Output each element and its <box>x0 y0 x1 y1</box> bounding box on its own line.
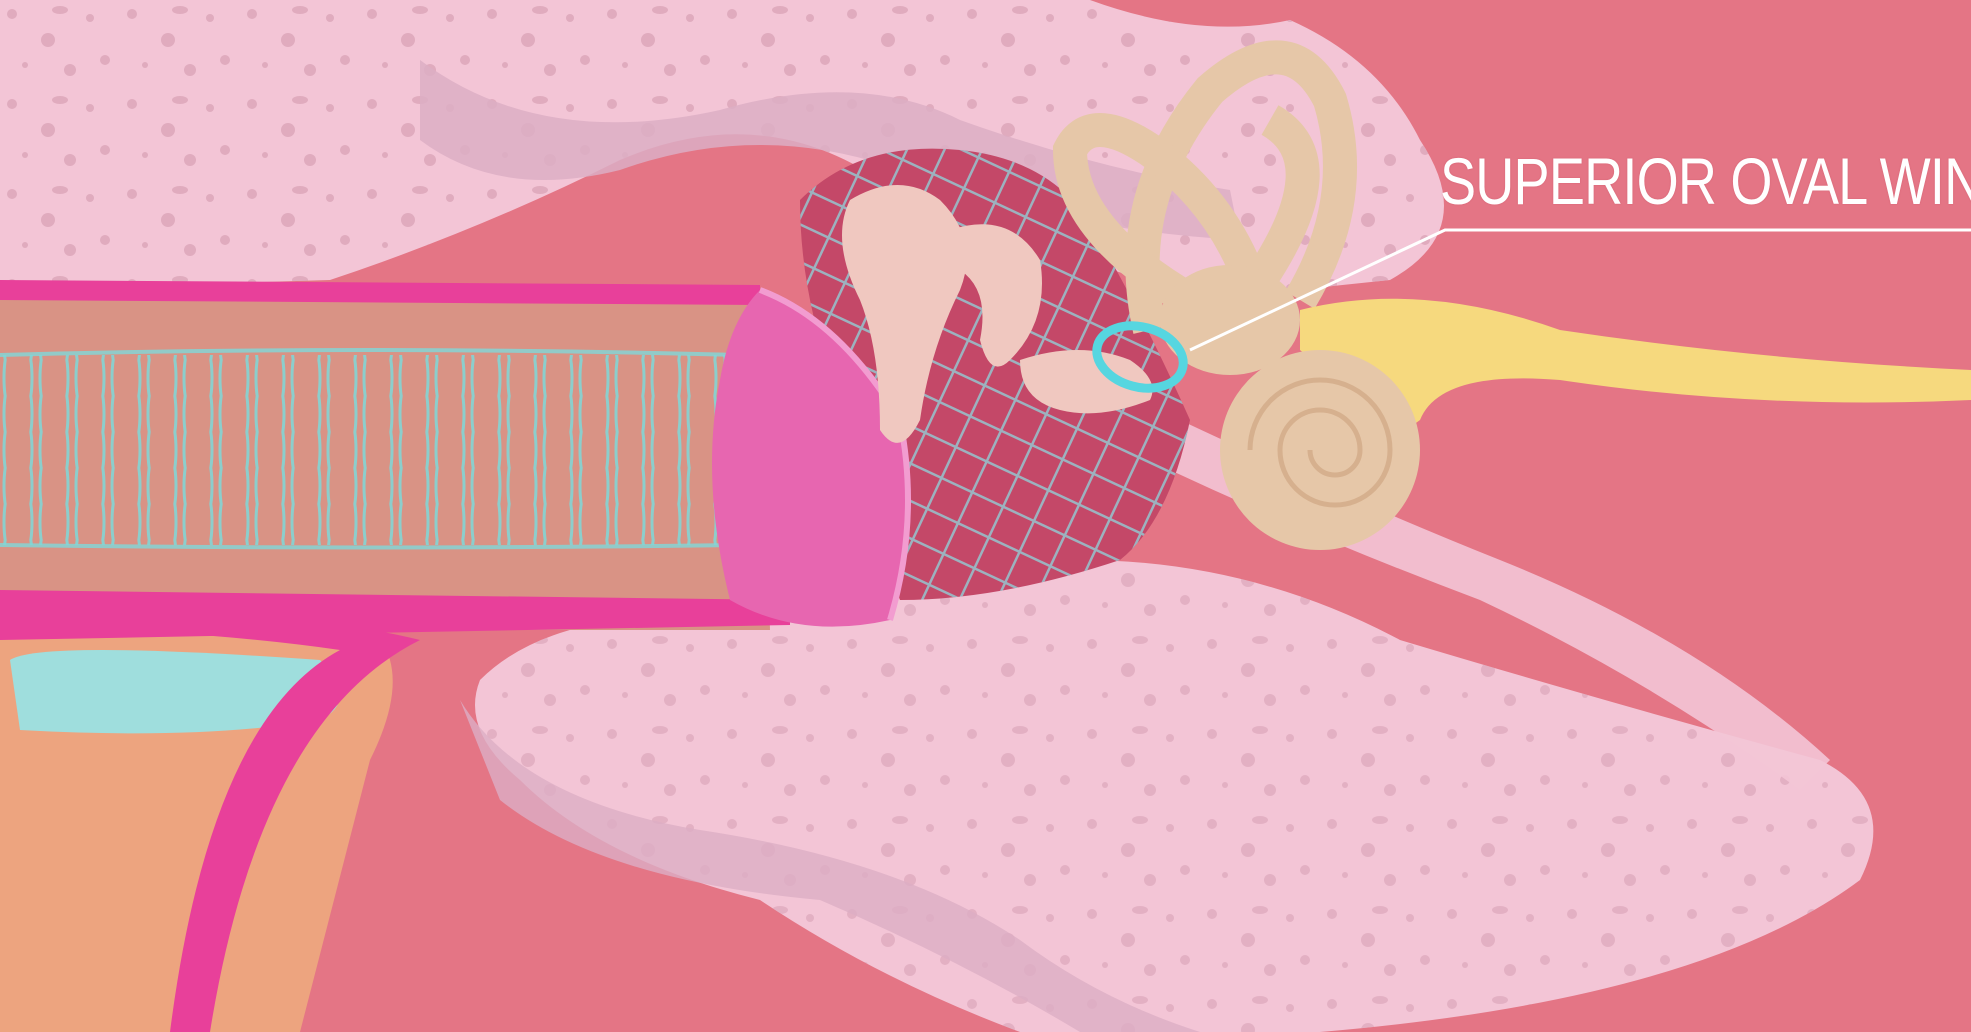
oval-window-label: SUPERIOR OVAL WINDOW <box>1440 148 1871 214</box>
canal-mesh <box>0 355 740 545</box>
